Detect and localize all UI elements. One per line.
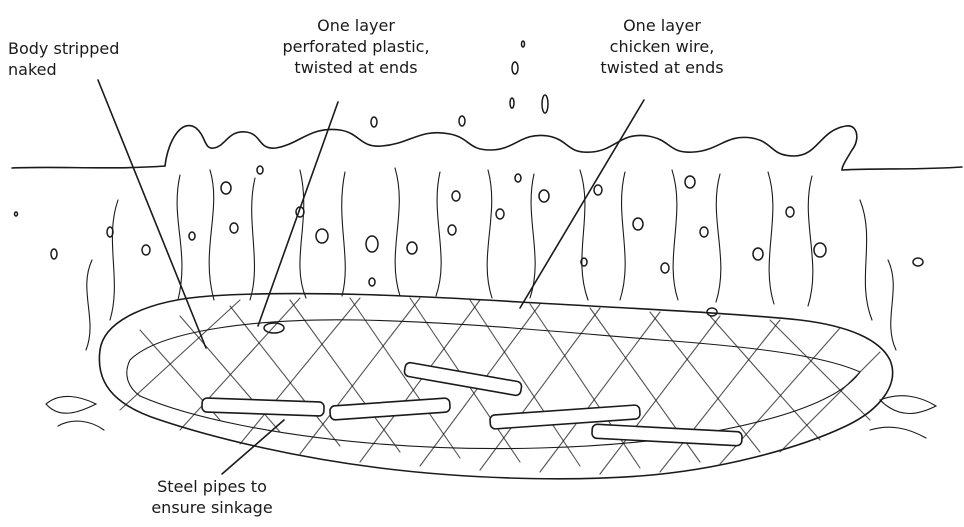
water-surface-left xyxy=(12,166,165,168)
leader-plastic xyxy=(258,102,338,326)
water-surface-right xyxy=(842,167,962,170)
pipe-1 xyxy=(202,398,324,416)
pipe-5 xyxy=(592,424,743,446)
steel-pipes xyxy=(202,362,742,446)
bubbles xyxy=(51,166,923,333)
leader-chicken-wire xyxy=(520,100,644,308)
label-steel-pipes: Steel pipes to ensure sinkage xyxy=(151,476,272,518)
label-perforated-plastic: One layer perforated plastic, twisted at… xyxy=(282,15,429,78)
label-chicken-wire: One layer chicken wire, twisted at ends xyxy=(600,15,723,78)
pipe-3 xyxy=(404,362,523,396)
splash-plumes xyxy=(86,168,896,350)
label-body-stripped: Body stripped naked xyxy=(8,38,119,80)
splash-outline xyxy=(165,126,857,170)
